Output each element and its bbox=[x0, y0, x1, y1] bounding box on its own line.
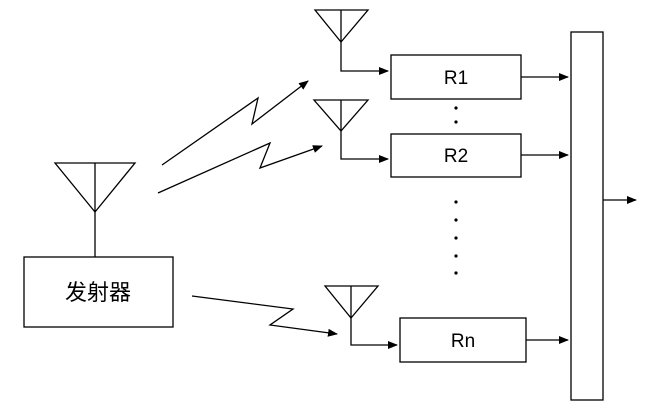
transmitter-label: 发射器 bbox=[65, 281, 131, 306]
signal-path-n bbox=[191, 295, 338, 337]
combiner bbox=[570, 31, 604, 401]
receiver-rn-label: Rn bbox=[451, 331, 475, 352]
receiver-r2-label: R2 bbox=[444, 146, 468, 167]
signal-path-1 bbox=[161, 80, 309, 166]
receiver-r1-label: R1 bbox=[444, 68, 468, 89]
signal-path-2 bbox=[157, 141, 323, 194]
receiver-antenna-1 bbox=[313, 9, 389, 75]
receiver-antenna-n bbox=[323, 285, 398, 349]
transmitter: 发射器 bbox=[23, 256, 174, 328]
receiver-r2: R2 bbox=[390, 133, 522, 178]
transmitter-antenna bbox=[53, 162, 137, 257]
receiver-r1: R1 bbox=[390, 54, 522, 100]
receiver-antenna-2 bbox=[312, 99, 389, 163]
ellipsis-dots bbox=[454, 106, 458, 275]
receiver-rn: Rn bbox=[399, 317, 527, 363]
